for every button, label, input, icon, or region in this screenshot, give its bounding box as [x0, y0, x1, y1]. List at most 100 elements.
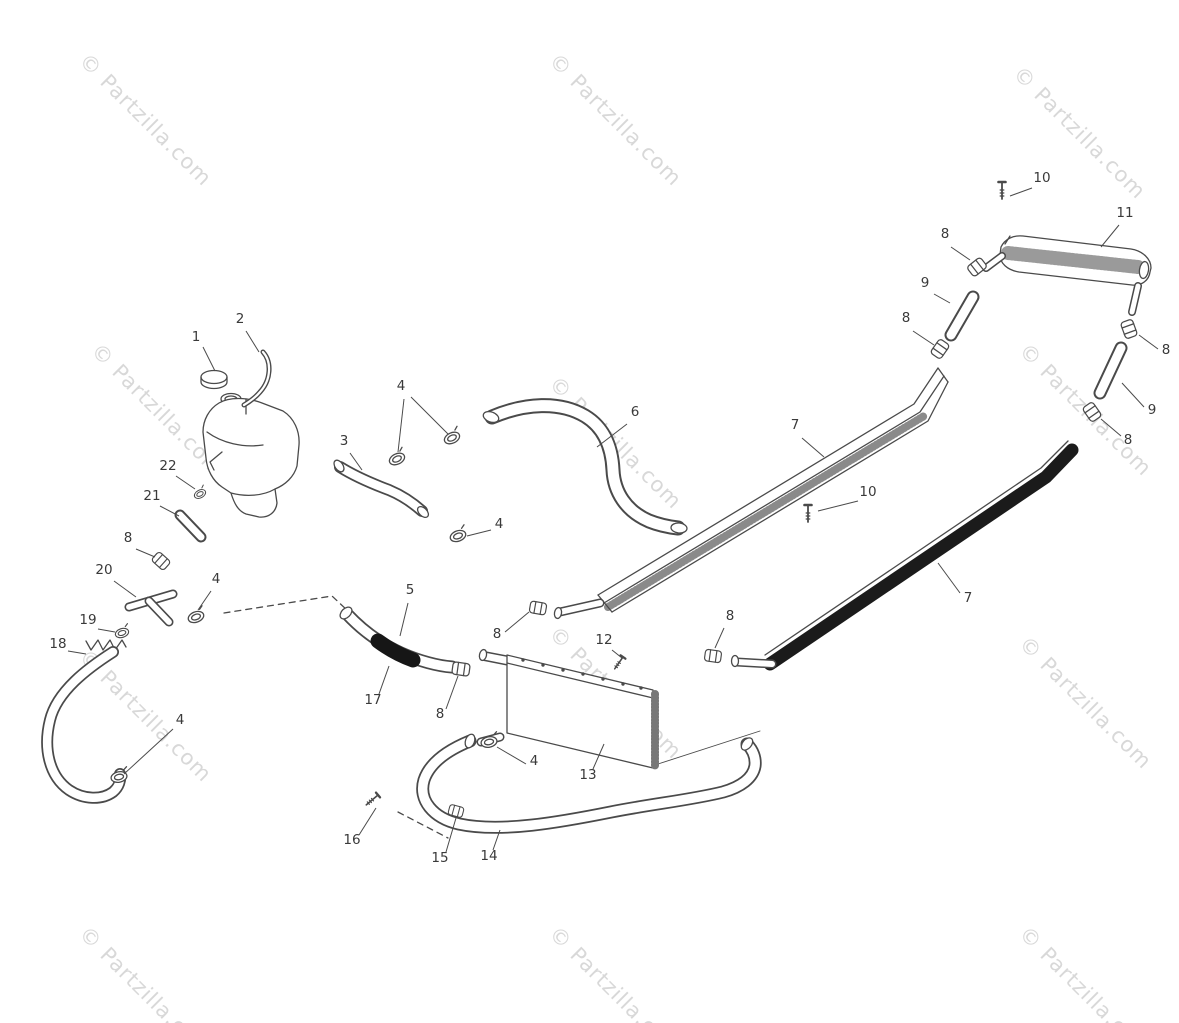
callout-label-22: 22: [159, 458, 176, 474]
hose-3: [184, 425, 470, 626]
watermark-text: © Partzilla.com: [544, 922, 686, 1023]
callout-leader: [496, 746, 527, 765]
callout-label-10: 10: [859, 484, 876, 500]
radiator-11: [929, 180, 1152, 424]
callout-label-8: 8: [124, 530, 133, 546]
callout-label-3: 3: [340, 433, 349, 449]
hose-6: [482, 398, 688, 536]
callout-leader: [1100, 418, 1122, 437]
coupler-8: [528, 600, 548, 616]
callout-leader: [410, 396, 449, 435]
hose-14: [363, 733, 762, 834]
watermark-text: © Partzilla.com: [74, 49, 216, 191]
callout-leader: [399, 602, 409, 637]
callout-label-8: 8: [1162, 342, 1171, 358]
callout-leader: [1009, 187, 1033, 197]
callout-label-2: 2: [236, 311, 245, 327]
watermark-text: © Partzilla.com: [1014, 922, 1156, 1023]
callout-label-4: 4: [530, 753, 539, 769]
callout-leader: [197, 590, 212, 611]
callout-label-8: 8: [902, 310, 911, 326]
screw-10: [997, 180, 1007, 201]
sleeve-5: [370, 633, 421, 668]
callout-leader: [950, 246, 971, 261]
callout-leader: [492, 829, 501, 851]
cooler-panel-13: [476, 648, 659, 770]
construction-line: [397, 811, 449, 839]
callout-label-7: 7: [791, 417, 800, 433]
callout-label-20: 20: [95, 562, 112, 578]
callout-leader: [817, 500, 859, 512]
callout-label-8: 8: [941, 226, 950, 242]
callout-label-6: 6: [631, 404, 640, 420]
heat-exchanger-lower: [657, 440, 1079, 765]
watermark-text: © Partzilla.com: [1008, 62, 1150, 204]
watermark-text: © Partzilla.com: [544, 49, 686, 191]
clamp-4: [446, 524, 470, 545]
clamp-4: [440, 425, 464, 447]
coupler-8: [150, 550, 172, 572]
clamp-4: [184, 605, 208, 626]
callout-leader: [135, 548, 156, 558]
callout-label-21: 21: [143, 488, 160, 504]
callout-leader: [397, 398, 405, 453]
callout-label-19: 19: [79, 612, 96, 628]
callout-label-15: 15: [431, 850, 448, 866]
callout-label-12: 12: [595, 632, 612, 648]
drawing-layer: [41, 180, 1152, 839]
callout-leader: [801, 437, 825, 458]
callout-leader: [378, 665, 390, 695]
callout-label-8: 8: [1124, 432, 1133, 448]
callout-label-18: 18: [49, 636, 66, 652]
callout-leader: [596, 423, 628, 448]
callout-leader: [67, 650, 87, 655]
callout-leader: [113, 580, 137, 598]
callout-leader: [504, 611, 530, 633]
coupler-8: [929, 337, 951, 361]
callout-leader: [445, 675, 459, 710]
clamp-19: [112, 623, 132, 640]
callout-leader: [933, 293, 951, 304]
watermark-text: © Partzilla.com: [1014, 632, 1156, 774]
callout-leader: [466, 529, 492, 537]
callout-label-4: 4: [397, 378, 406, 394]
callout-label-4: 4: [495, 516, 504, 532]
coupler-8: [451, 661, 471, 677]
callout-leader: [714, 627, 725, 649]
callout-leader: [202, 346, 216, 372]
callout-label-1: 1: [192, 329, 201, 345]
callout-leader: [592, 743, 605, 770]
fitting-22: [191, 484, 209, 501]
callout-label-4: 4: [176, 712, 185, 728]
callout-leader: [358, 807, 377, 836]
callout-label-10: 10: [1033, 170, 1050, 186]
callout-leader: [349, 452, 363, 471]
callout-leader: [175, 475, 196, 490]
spring-18: [85, 639, 127, 651]
callout-label-14: 14: [480, 848, 497, 864]
callout-label-8: 8: [436, 706, 445, 722]
callout-leader: [123, 728, 174, 775]
coolant-reservoir: [200, 349, 300, 518]
clamp-4: [385, 446, 409, 468]
callout-label-8: 8: [726, 608, 735, 624]
callout-label-11: 11: [1116, 205, 1133, 221]
reservoir-cap: [200, 369, 228, 385]
construction-line: [223, 595, 349, 614]
callout-leader: [611, 649, 623, 659]
watermark-layer: © Partzilla.com © Partzilla.com © Partzill…: [74, 49, 1156, 1023]
callout-label-7: 7: [964, 590, 973, 606]
screw-10: [803, 503, 813, 524]
callout-label-4: 4: [212, 571, 221, 587]
callout-label-9: 9: [1148, 402, 1157, 418]
left-fittings: [41, 484, 209, 804]
callout-leader: [245, 330, 260, 353]
callout-leader: [912, 330, 935, 346]
watermark-text: © Partzilla.com: [74, 922, 216, 1023]
callout-leader: [159, 505, 180, 517]
callout-label-17: 17: [364, 692, 381, 708]
heat-exchanger-upper: [528, 367, 949, 620]
screw-12: [611, 654, 627, 672]
